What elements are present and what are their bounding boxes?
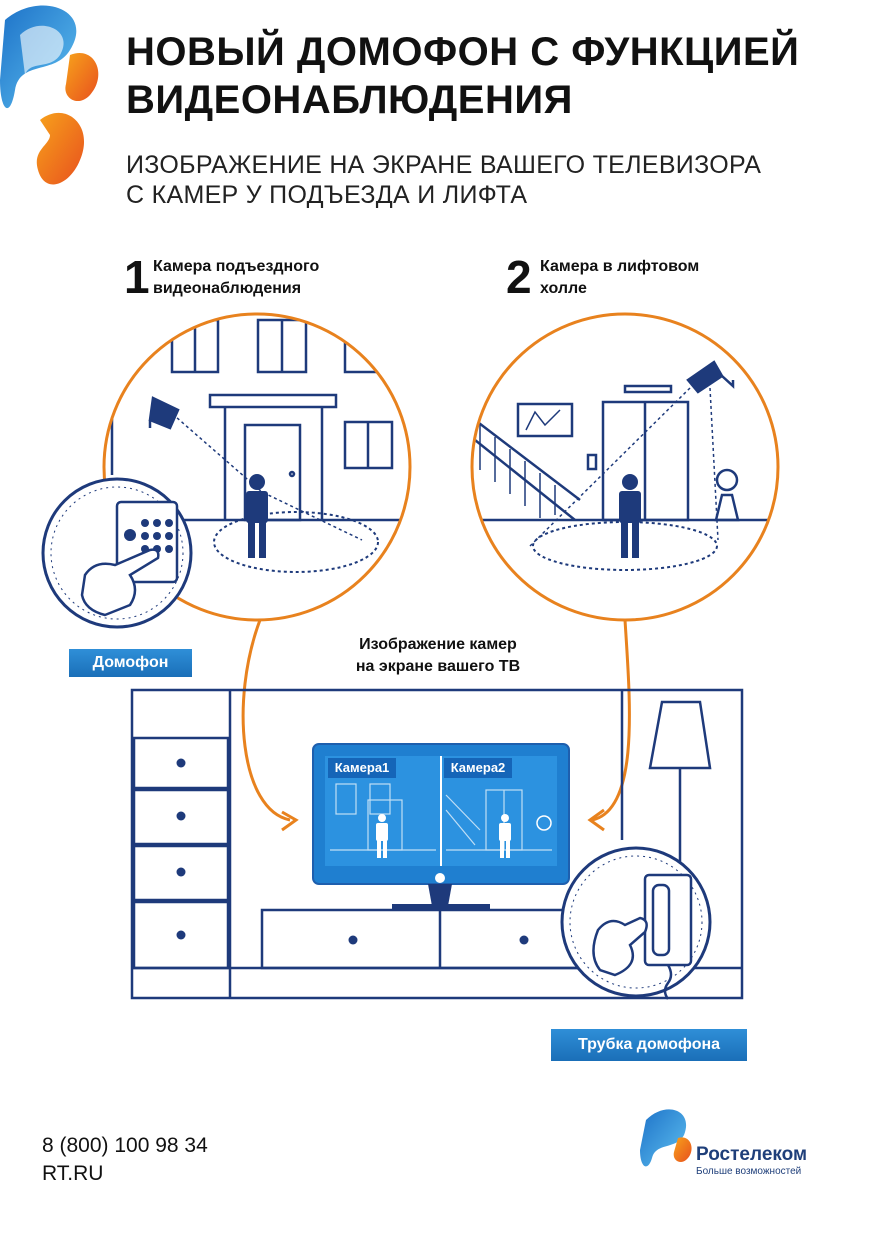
brand-swirl-logo (0, 5, 99, 185)
illustration (41, 312, 780, 1000)
handset-label: Трубка домофона (551, 1029, 747, 1061)
tv (312, 743, 570, 910)
step-1-text: Камера подъездного видеонаблюдения (153, 258, 320, 297)
brand-logo-icon (640, 1109, 692, 1167)
handset-inset (560, 846, 712, 1000)
intercom-label: Домофон (69, 649, 192, 677)
intercom-inset (41, 477, 193, 629)
phone-number: 8 (800) 100 98 34 (42, 1134, 208, 1157)
step-1-number: 1 (124, 251, 150, 303)
tv-camera-2-label: Камера2 (444, 758, 512, 778)
tv-caption: Изображение камер на экране вашего ТВ (355, 636, 521, 675)
website: RT.RU (42, 1162, 104, 1185)
brand-tagline: Больше возможностей (696, 1166, 802, 1177)
page-title: НОВЫЙ ДОМОФОН С ФУНКЦИЕЙ ВИДЕОНАБЛЮДЕНИЯ (126, 30, 800, 122)
contacts: 8 (800) 100 98 34 RT.RU (42, 1132, 208, 1188)
step-2-text: Камера в лифтовом холле (540, 258, 700, 297)
step-2-number: 2 (506, 251, 532, 303)
brand-name: Ростелеком (696, 1144, 808, 1165)
tv-camera-1-label: Камера1 (328, 758, 396, 778)
page-subtitle: ИЗОБРАЖЕНИЕ НА ЭКРАНЕ ВАШЕГО ТЕЛЕВИЗОРА … (126, 151, 762, 209)
elevator-scene (470, 312, 780, 622)
brand: Ростелеком Больше возможностей (696, 1144, 807, 1177)
